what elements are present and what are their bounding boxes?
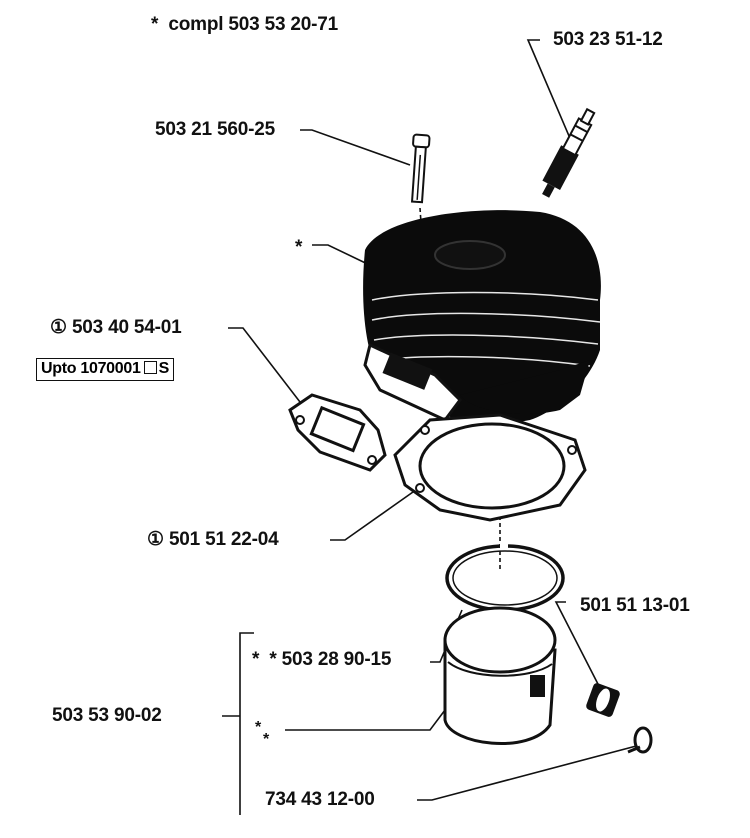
circlip-drawing (627, 726, 653, 754)
piston-ring-part-number: 503 28 90-15 (281, 649, 392, 670)
bolt-drawing (410, 133, 431, 204)
piston-kit-part-number: 503 53 90-02 (52, 705, 162, 726)
serial-note-text: Upto 1070001 (41, 360, 141, 377)
gasket-top-part-number: 503 40 54-01 (71, 317, 182, 338)
leader-bolt (300, 129, 411, 166)
piston-asterisk-2: * (263, 731, 270, 748)
piston-drawing (443, 606, 557, 745)
square-icon (143, 361, 157, 374)
cylinder-drawing (363, 210, 601, 424)
leader-base-gasket (330, 479, 431, 541)
piston-ring-asterisk-1: * (252, 649, 260, 670)
compl-part-number: compl 503 53 20-71 (168, 14, 338, 35)
header-label: * compl 503 53 20-71 (151, 15, 338, 34)
header-asterisk: * (151, 14, 159, 35)
leader-gasket-top (228, 327, 311, 416)
leader-cylinder (312, 244, 381, 271)
piston-asterisk-1: * (255, 719, 262, 736)
leader-spark-plug (526, 39, 576, 151)
piston-ring-drawing (445, 542, 565, 612)
gasket-top-drawing (288, 393, 387, 472)
cylinder-asterisk: * (295, 237, 303, 258)
spark-plug-drawing (542, 107, 596, 198)
kit-bracket (239, 632, 254, 815)
circlip-part-number: 734 43 12-00 (265, 789, 375, 810)
bearing-drawing (586, 683, 620, 717)
bolt-part-number: 503 21 560-25 (155, 119, 275, 140)
spark-plug-part-number: 503 23 51-12 (553, 29, 663, 50)
gasket-top-label: ① 503 40 54-01 (50, 318, 182, 337)
leader-piston (285, 709, 446, 731)
bearing-part-number: 501 51 13-01 (580, 595, 690, 616)
serial-note-suffix: S (158, 360, 170, 377)
base-gasket-part-number: 501 51 22-04 (168, 529, 279, 550)
leader-circlip (417, 744, 641, 801)
base-gasket-label: ① 501 51 22-04 (147, 530, 279, 549)
note-symbol-icon: ① (50, 317, 67, 338)
leader-bearing (554, 601, 601, 689)
base-gasket-drawing (393, 413, 587, 522)
serial-note-box: Upto 1070001 S (36, 358, 174, 381)
piston-ring-asterisk-2: * (269, 649, 277, 670)
note-symbol-icon: ① (147, 529, 164, 550)
piston-ring-label: * * 503 28 90-15 (252, 650, 391, 669)
